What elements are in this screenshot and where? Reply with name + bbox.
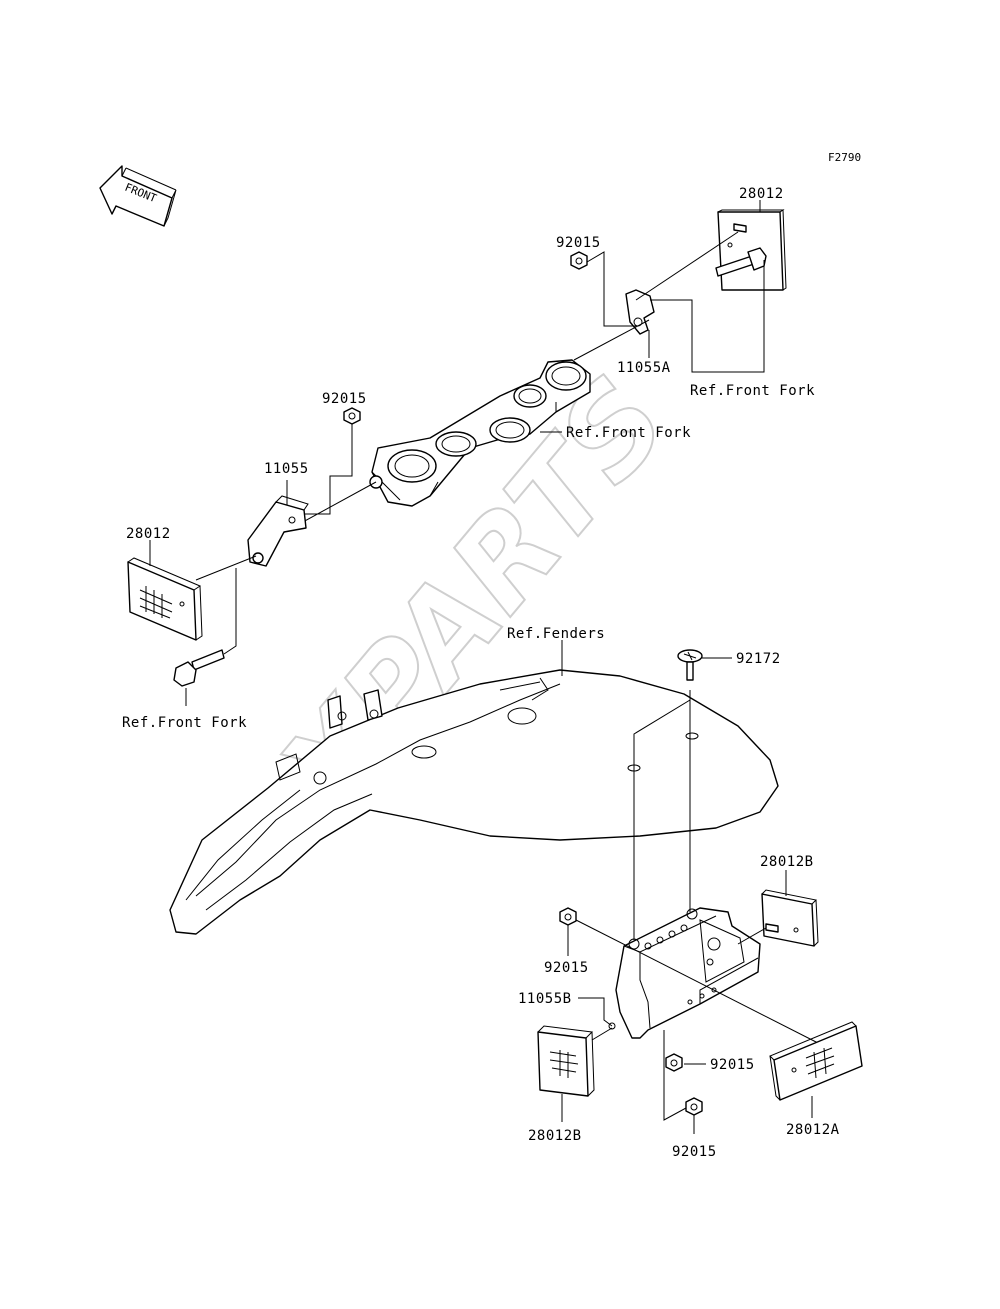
bracket-11055A: [625, 289, 655, 335]
label-28012B-right: 28012B: [760, 854, 814, 870]
label-92015-mid: 92015: [322, 391, 367, 407]
nut-92015-lower: [665, 1053, 683, 1072]
reflector-28012B-bottom: [537, 1025, 595, 1097]
label-28012-top: 28012: [739, 186, 784, 202]
label-28012A: 28012A: [786, 1122, 840, 1138]
label-28012B-bottom: 28012B: [528, 1128, 582, 1144]
front-arrow-icon: FRONT: [99, 165, 177, 227]
figure-code: F2790: [828, 151, 861, 164]
label-ref-front-fork-left: Ref.Front Fork: [122, 715, 247, 731]
label-ref-front-fork-mid: Ref.Front Fork: [566, 425, 691, 441]
bolt-top: [715, 247, 767, 277]
reflector-28012B-right: [761, 889, 819, 947]
triple-clamp: [369, 359, 591, 507]
label-ref-fenders: Ref.Fenders: [507, 626, 605, 642]
nut-92015-mid: [343, 407, 361, 425]
bracket-11055B: [608, 907, 761, 1039]
nut-92015-top: [570, 251, 588, 270]
nut-92015-bracket: [559, 907, 577, 926]
reflector-28012-left: [127, 557, 203, 641]
label-92172: 92172: [736, 651, 781, 667]
label-ref-front-fork-top: Ref.Front Fork: [690, 383, 815, 399]
reflector-28012A: [769, 1021, 863, 1101]
label-28012-left: 28012: [126, 526, 171, 542]
label-92015-bottom: 92015: [672, 1144, 717, 1160]
nut-92015-bottom: [685, 1097, 703, 1116]
bolt-left: [173, 649, 225, 687]
label-92015-lower: 92015: [710, 1057, 755, 1073]
label-11055: 11055: [264, 461, 309, 477]
label-11055B: 11055B: [518, 991, 572, 1007]
bracket-11055: [247, 495, 309, 567]
label-92015-bracket: 92015: [544, 960, 589, 976]
fender: [169, 669, 779, 935]
label-92015-top: 92015: [556, 235, 601, 251]
label-11055A: 11055A: [617, 360, 671, 376]
screw-92172: [677, 649, 703, 681]
